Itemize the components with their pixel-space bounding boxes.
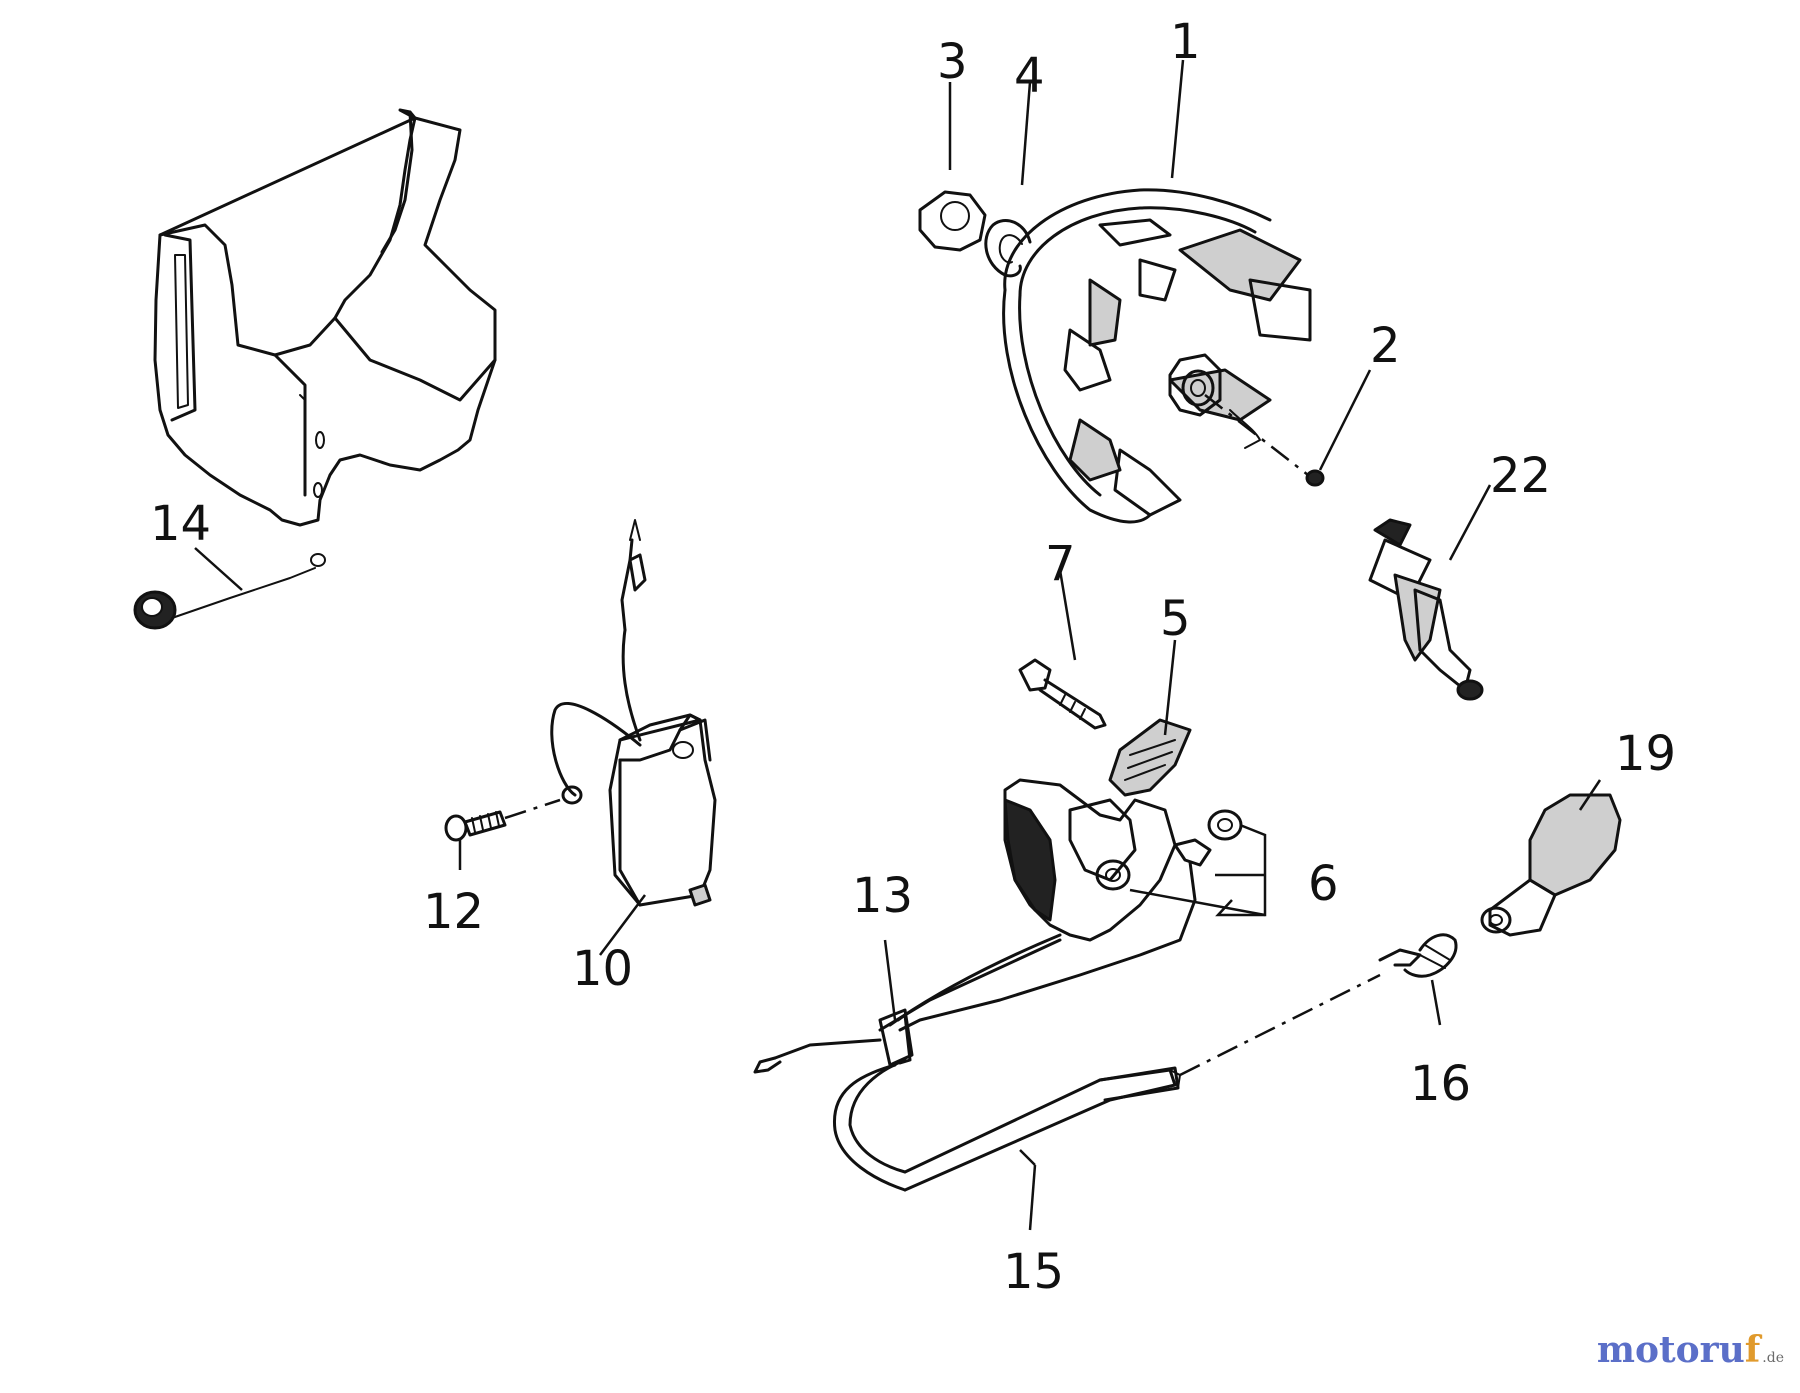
callout-4: 4	[1014, 48, 1045, 104]
callout-14: 14	[150, 496, 211, 552]
callout-2: 2	[1370, 318, 1401, 374]
washer-4	[984, 219, 1032, 278]
callout-15: 15	[1003, 1244, 1064, 1300]
callout-7: 7	[1045, 536, 1076, 592]
screw-14	[133, 553, 326, 630]
callout-10: 10	[572, 941, 633, 997]
motoruf-logo: motoruf.de	[1597, 1329, 1784, 1371]
watermark-f: f	[1744, 1329, 1761, 1371]
ignition-coil-10	[550, 519, 717, 907]
callout-22: 22	[1490, 448, 1551, 504]
cable-15	[832, 973, 1381, 1192]
bolt-7	[1018, 658, 1107, 730]
plug-cap-19	[1480, 793, 1622, 937]
callout-16: 16	[1410, 1056, 1471, 1112]
wire-clamp-13	[753, 1008, 914, 1074]
callout-12: 12	[423, 884, 484, 940]
switch-assembly-5	[878, 718, 1243, 1032]
callout-6: 6	[1308, 856, 1339, 912]
callout-3: 3	[937, 34, 968, 90]
callout-5: 5	[1160, 591, 1191, 647]
flywheel	[1002, 188, 1312, 524]
watermark-tld: .de	[1762, 1350, 1784, 1366]
leader-lines	[194, 59, 1602, 1231]
callout-13: 13	[852, 868, 913, 924]
spark-plug-22	[1368, 518, 1484, 701]
callout-19: 19	[1615, 726, 1676, 782]
watermark-main: motoru	[1596, 1329, 1745, 1371]
screw-12	[444, 798, 561, 842]
callout-1: 1	[1170, 14, 1201, 70]
heat-shield	[153, 108, 497, 527]
nut-3	[918, 190, 987, 252]
callout-numbers: 1 2 3 4 5 6 7 10 12 13 14 15 16 19 22	[150, 14, 1676, 1300]
spring-16	[1378, 933, 1458, 978]
key-2	[1204, 394, 1325, 487]
